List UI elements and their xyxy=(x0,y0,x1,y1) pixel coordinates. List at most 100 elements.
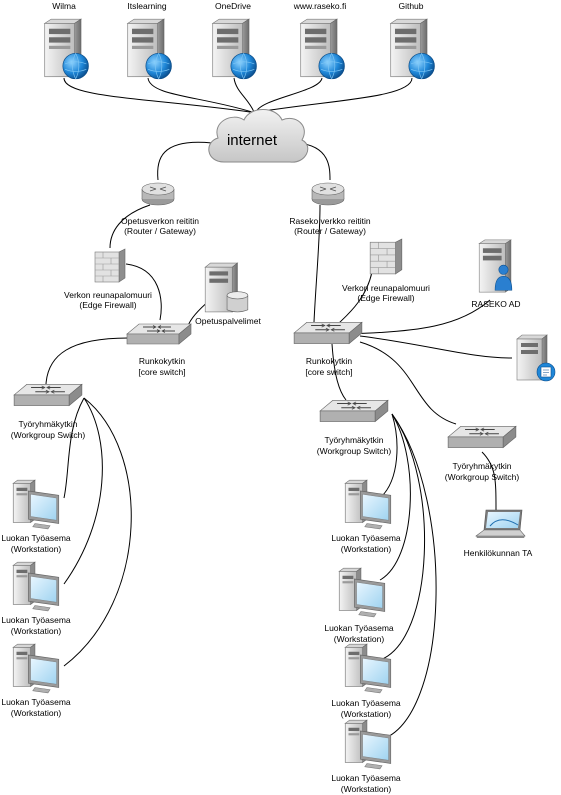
server-itslearning[interactable]: Itslearning xyxy=(127,1,173,80)
core-switch-label: Runkokytkin xyxy=(306,356,353,366)
workstation-icon xyxy=(344,643,392,694)
internet-cloud[interactable]: internet xyxy=(208,109,309,163)
workstation-icon xyxy=(344,719,392,770)
link-onedrive-cloud xyxy=(233,77,255,113)
workstation-label: Luokan Työasema xyxy=(331,533,401,543)
server-globe-icon xyxy=(212,18,258,80)
workstation-label: Luokan Työasema xyxy=(1,697,71,707)
left-teaching-server[interactable]: Opetuspalvelimet xyxy=(195,262,261,326)
left-workstation-3[interactable]: Luokan Työasema (Workstation) xyxy=(1,643,71,718)
link-right-wg1-ws2 xyxy=(379,413,411,581)
server-globe-icon xyxy=(300,18,346,80)
link-left-router-firewall xyxy=(109,204,151,249)
workstation-sublabel: (Workstation) xyxy=(11,708,62,718)
right-ad-server[interactable]: RASEKO AD xyxy=(471,239,521,309)
switch-icon xyxy=(13,383,83,407)
router-label: Opetusverkon reititin xyxy=(121,216,199,226)
cloud-label: internet xyxy=(227,132,278,149)
server-label: Itslearning xyxy=(127,1,166,11)
workstation-label: Luokan Työasema xyxy=(1,615,71,625)
workstation-icon xyxy=(344,479,392,530)
laptop-icon xyxy=(475,509,526,539)
workstation-sublabel: (Workstation) xyxy=(334,634,385,644)
link-itslearning-cloud xyxy=(147,77,253,113)
link-left-wg-ws1 xyxy=(63,397,85,499)
connections xyxy=(45,77,513,741)
switch-icon xyxy=(319,399,389,423)
router-sublabel: (Router / Gateway) xyxy=(294,226,366,236)
left-router[interactable]: Opetusverkon reititin (Router / Gateway) xyxy=(121,182,199,236)
workstation-label: Luokan Työasema xyxy=(324,623,394,633)
workstation-icon xyxy=(12,643,60,694)
server-document-icon xyxy=(516,334,556,382)
workstation-sublabel: (Workstation) xyxy=(341,544,392,554)
right-router[interactable]: Raseko verkko reititin (Router / Gateway… xyxy=(289,182,371,236)
link-right-router-core xyxy=(313,204,321,323)
workstation-sublabel: (Workstation) xyxy=(11,626,62,636)
right-workstation-4[interactable]: Luokan Työasema (Workstation) xyxy=(331,719,401,794)
core-switch-label: Runkokytkin xyxy=(139,356,186,366)
firewall-icon xyxy=(94,248,126,283)
workgroup-switch-label: Työryhmäkytkin xyxy=(18,419,77,429)
firewall-icon xyxy=(369,238,403,275)
right-workgroup-switch-2[interactable]: Työryhmäkytkin (Workgroup Switch) xyxy=(445,425,520,482)
left-workstation-2[interactable]: Luokan Työasema (Workstation) xyxy=(1,561,71,636)
switch-icon xyxy=(126,323,192,345)
server-wilma[interactable]: Wilma xyxy=(44,1,90,80)
right-network: Raseko verkko reititin (Router / Gateway… xyxy=(289,182,556,794)
firewall-sublabel: (Edge Firewall) xyxy=(357,293,414,303)
workstation-icon xyxy=(338,567,386,618)
workstation-label: Luokan Työasema xyxy=(1,533,71,543)
router-label: Raseko verkko reititin xyxy=(289,216,371,226)
left-workstation-1[interactable]: Luokan Työasema (Workstation) xyxy=(1,479,71,554)
left-core-switch[interactable]: Runkokytkin [core switch] xyxy=(126,323,192,377)
workstation-sublabel: (Workstation) xyxy=(341,709,392,719)
router-icon xyxy=(141,182,175,206)
link-left-firewall-core xyxy=(125,263,162,321)
server-label: Wilma xyxy=(52,1,76,11)
internet-servers: Wilma Itslearning OneDrive www.raseko.fi… xyxy=(44,1,436,80)
link-right-wg1-ws1 xyxy=(379,413,398,499)
staff-laptop[interactable]: Henkilökunnan TA xyxy=(464,509,533,558)
workgroup-switch-label: Työryhmäkytkin xyxy=(452,461,511,471)
workgroup-switch-sublabel: (Workgroup Switch) xyxy=(445,472,520,482)
link-right-core-docserver xyxy=(359,335,513,359)
server-globe-icon xyxy=(44,18,90,80)
link-left-wg-ws2 xyxy=(63,397,103,585)
link-wilma-cloud xyxy=(63,77,251,113)
link-right-core-ad xyxy=(345,299,491,335)
server-github[interactable]: Github xyxy=(390,1,436,80)
link-raseko-cloud xyxy=(255,77,323,113)
server-database-icon xyxy=(204,262,249,313)
link-right-core-wg2 xyxy=(359,341,457,425)
right-workstation-3[interactable]: Luokan Työasema (Workstation) xyxy=(331,643,401,719)
link-right-firewall-core xyxy=(337,271,373,325)
link-right-core-wg1 xyxy=(331,343,347,401)
right-workstation-1[interactable]: Luokan Työasema (Workstation) xyxy=(331,479,401,554)
right-workgroup-switch-1[interactable]: Työryhmäkytkin (Workgroup Switch) xyxy=(317,399,392,456)
server-globe-icon xyxy=(390,18,436,80)
directory-server-icon xyxy=(478,239,513,293)
right-workstation-2[interactable]: Luokan Työasema (Workstation) xyxy=(324,567,394,644)
firewall-label: Verkon reunapalomuuri xyxy=(64,290,152,300)
server-raseko-fi[interactable]: www.raseko.fi xyxy=(293,1,347,80)
left-firewall[interactable]: Verkon reunapalomuuri (Edge Firewall) xyxy=(64,248,152,310)
link-left-wg-ws3 xyxy=(63,397,132,667)
firewall-sublabel: (Edge Firewall) xyxy=(79,300,136,310)
link-right-wg2-laptop xyxy=(481,451,497,511)
right-document-server[interactable] xyxy=(516,334,556,382)
right-firewall[interactable]: Verkon reunapalomuuri (Edge Firewall) xyxy=(342,238,430,303)
link-left-core-workgroup xyxy=(45,337,129,385)
server-onedrive[interactable]: OneDrive xyxy=(212,1,258,80)
core-switch-sublabel: [core switch] xyxy=(138,367,185,377)
server-globe-icon xyxy=(127,18,173,80)
left-workgroup-switch[interactable]: Työryhmäkytkin (Workgroup Switch) xyxy=(11,383,86,440)
left-network: Opetusverkon reititin (Router / Gateway)… xyxy=(1,182,261,718)
link-right-wg1-ws4 xyxy=(379,413,437,741)
right-core-switch[interactable]: Runkokytkin [core switch] xyxy=(293,321,363,377)
router-icon xyxy=(311,182,345,206)
server-label: OneDrive xyxy=(215,1,251,11)
workstation-label: Luokan Työasema xyxy=(331,773,401,783)
ad-label: RASEKO AD xyxy=(471,299,520,309)
